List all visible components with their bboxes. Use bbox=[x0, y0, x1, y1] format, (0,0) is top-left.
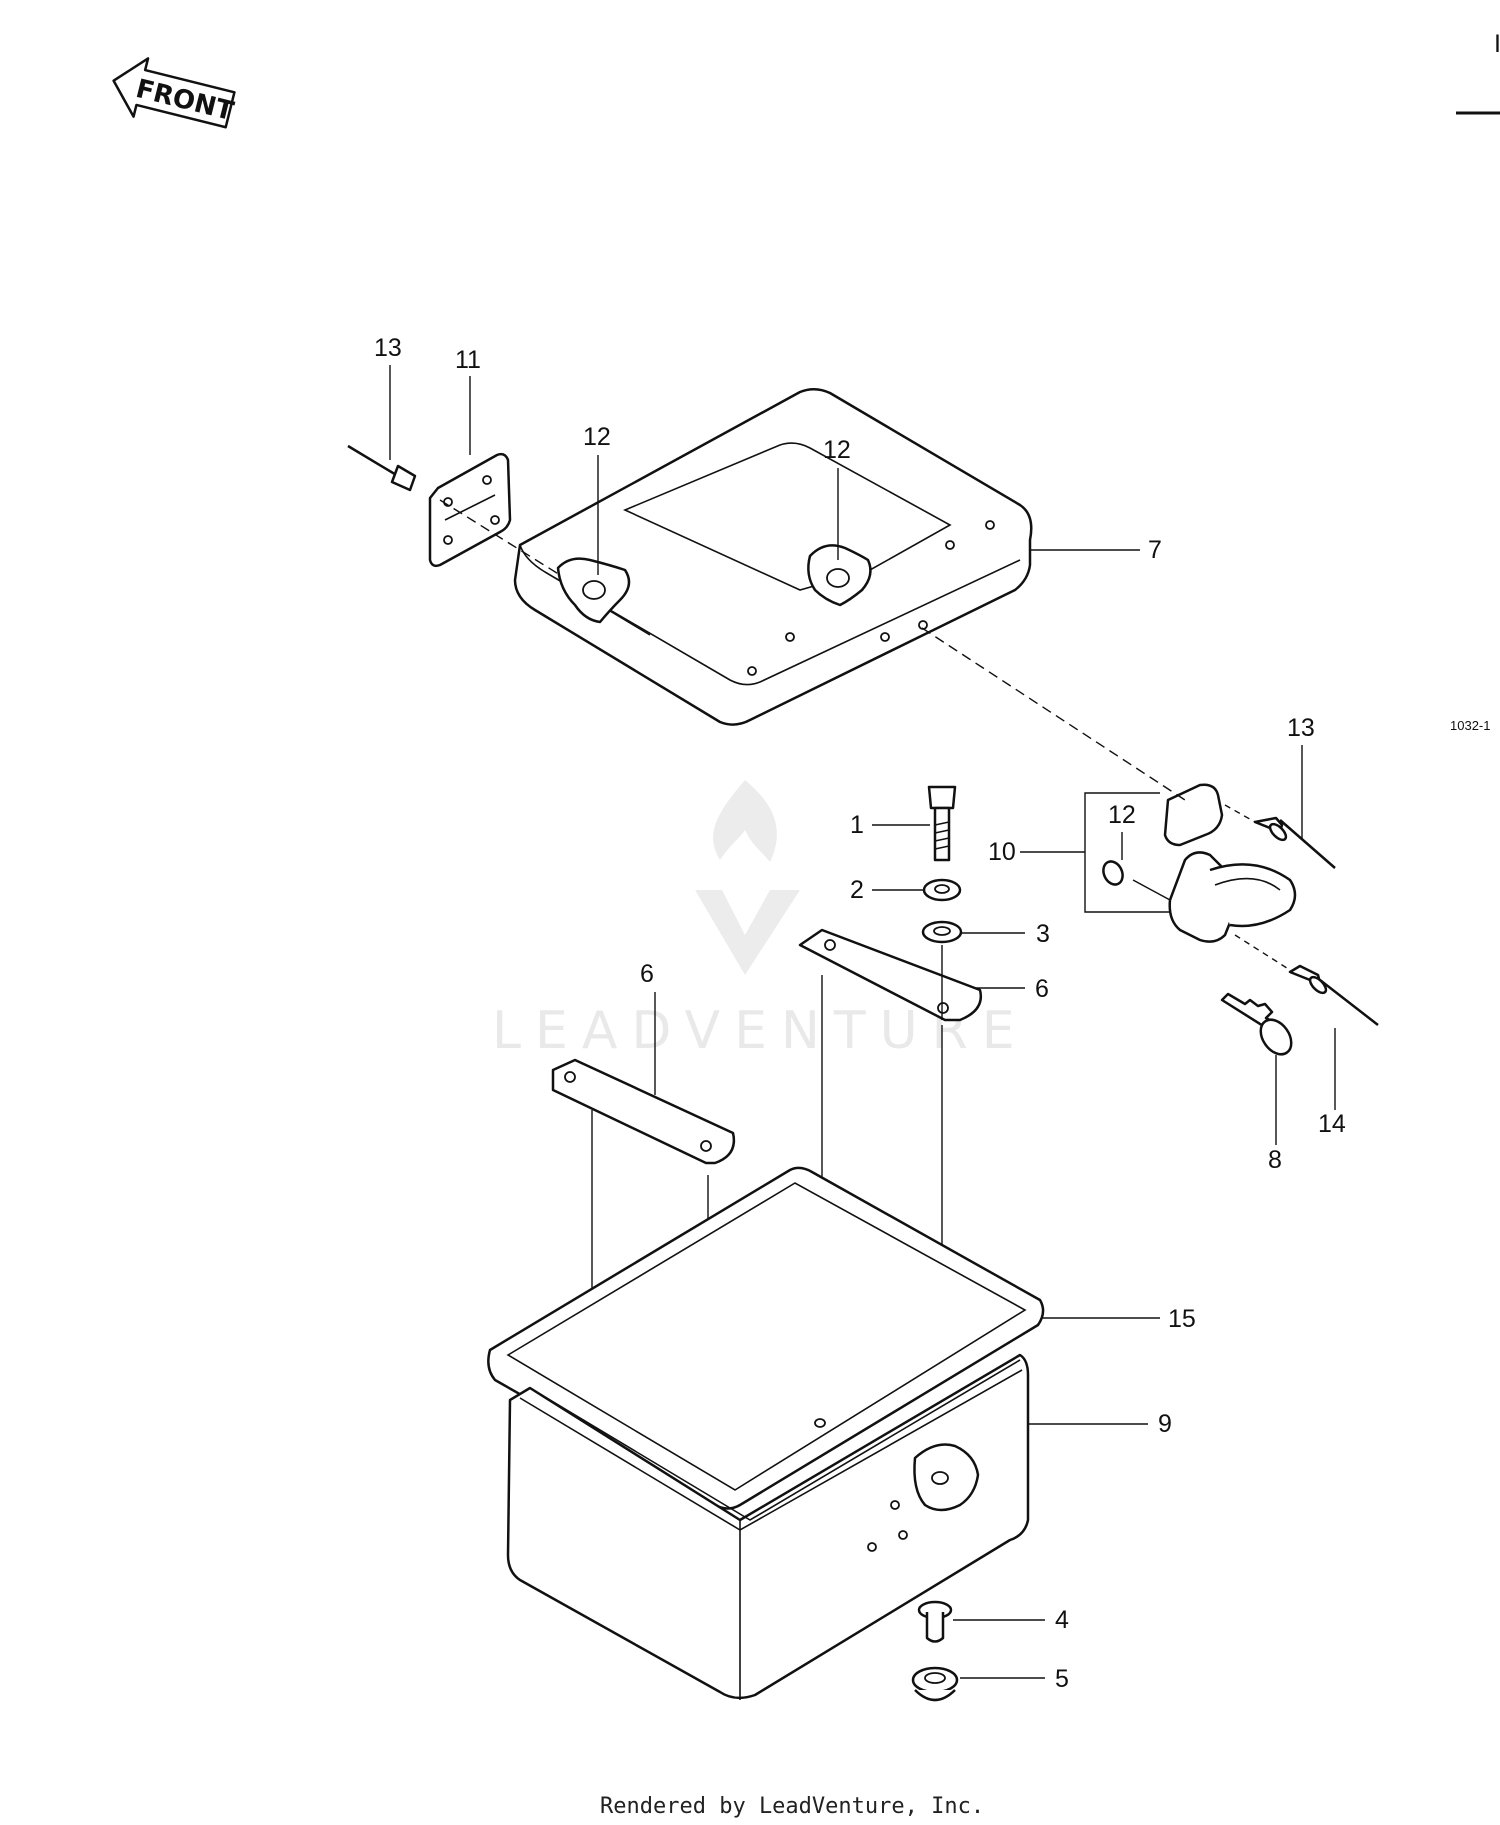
washer-lock bbox=[922, 878, 962, 902]
hinge bbox=[428, 452, 512, 568]
seal bbox=[487, 1166, 1045, 1510]
lock-set bbox=[1102, 783, 1297, 943]
bolt bbox=[927, 785, 957, 862]
callout-seal: 15 bbox=[1168, 1305, 1196, 1333]
callout-pin-lower: 14 bbox=[1318, 1110, 1346, 1138]
lid bbox=[513, 388, 1033, 726]
case bbox=[506, 1353, 1030, 1700]
page-mark: I bbox=[1494, 30, 1500, 58]
collar bbox=[917, 1600, 953, 1643]
callout-lock-set: 10 bbox=[988, 838, 1016, 866]
callout-washer-flat: 3 bbox=[1036, 920, 1050, 948]
callout-pin-left: 13 bbox=[374, 334, 402, 362]
pin-right bbox=[1253, 816, 1336, 869]
grommet bbox=[911, 1666, 959, 1702]
callout-bolt: 1 bbox=[850, 811, 864, 839]
watermark-flame-icon bbox=[713, 780, 777, 862]
callout-bracket-right: 6 bbox=[1035, 975, 1049, 1003]
watermark: LEADVENTURE bbox=[492, 780, 1015, 1061]
callout-lid: 7 bbox=[1148, 536, 1162, 564]
bracket-left bbox=[551, 1058, 736, 1165]
washer-flat bbox=[921, 920, 963, 944]
watermark-v-icon bbox=[695, 890, 800, 975]
figure-code: 1032-1 bbox=[1450, 718, 1490, 733]
callout-damper-lid-left: 12 bbox=[583, 423, 611, 451]
callout-washer-lock: 2 bbox=[850, 876, 864, 904]
damper-lock bbox=[1102, 860, 1124, 886]
callout-case: 9 bbox=[1158, 1410, 1172, 1438]
callout-collar: 4 bbox=[1055, 1606, 1069, 1634]
callout-grommet: 5 bbox=[1055, 1665, 1069, 1693]
callout-damper-lid-right: 12 bbox=[823, 436, 851, 464]
key-icon bbox=[1220, 992, 1293, 1056]
footer-credit: Rendered by LeadVenture, Inc. bbox=[600, 1794, 984, 1819]
callout-damper-lock: 12 bbox=[1108, 801, 1136, 829]
callout-bracket-left: 6 bbox=[640, 960, 654, 988]
pin-left bbox=[347, 444, 417, 492]
pin-lower bbox=[1288, 964, 1379, 1026]
bracket-right bbox=[798, 928, 983, 1022]
callout-key: 8 bbox=[1268, 1146, 1282, 1174]
callout-pin-right: 13 bbox=[1287, 714, 1315, 742]
callout-hinge: 11 bbox=[455, 346, 481, 374]
front-arrow-icon: FRONT bbox=[112, 57, 237, 129]
